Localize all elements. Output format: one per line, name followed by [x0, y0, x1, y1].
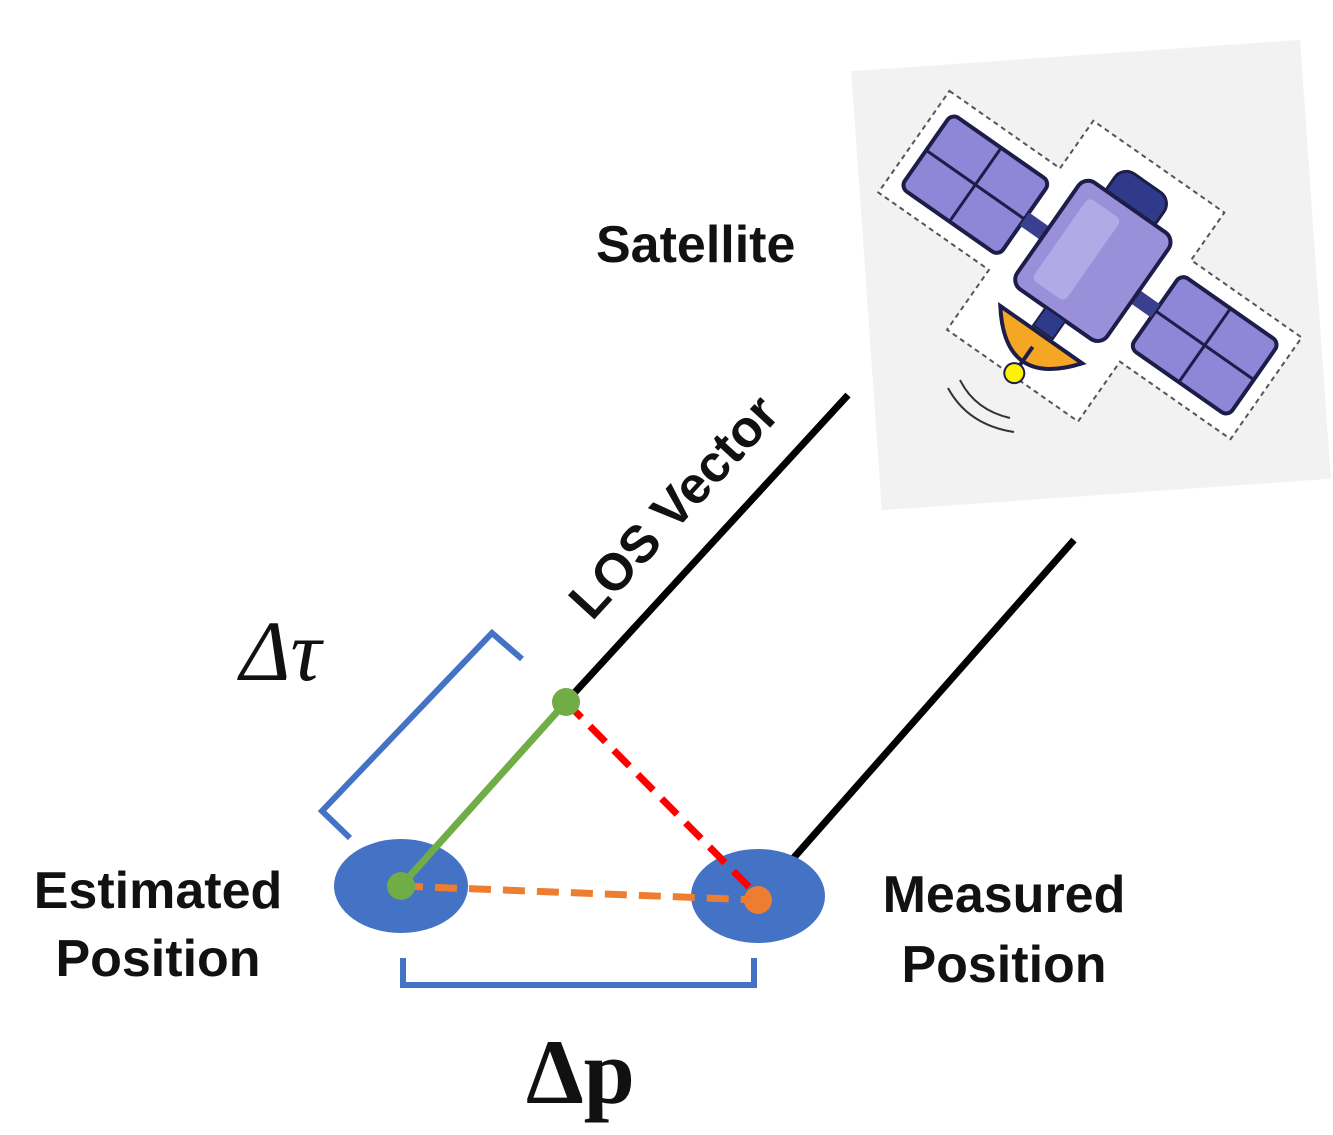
position-difference-dashed-line — [400, 882, 759, 904]
measured-point — [744, 886, 772, 914]
los-vector-label: LOS Vector — [558, 384, 790, 630]
measured-position-label-line2: Position — [901, 936, 1106, 994]
estimated-position-label-line2: Position — [55, 930, 260, 988]
delta-tau-bracket — [317, 628, 524, 841]
los-line-measured — [787, 537, 1077, 865]
projection-point — [552, 688, 580, 716]
delta-p-bracket — [400, 958, 757, 988]
satellite-label: Satellite — [596, 216, 795, 274]
perpendicular-dashed-line — [563, 699, 761, 899]
los-line-estimated — [563, 392, 851, 705]
projection-segment — [398, 699, 569, 889]
estimated-position-label-line1: Estimated — [34, 862, 283, 920]
estimated-point — [387, 872, 415, 900]
delta-tau-label: Δτ — [237, 603, 324, 699]
delta-p-label: Δp — [526, 1021, 635, 1123]
satellite-icon — [851, 39, 1331, 511]
measured-position-label-line1: Measured — [883, 866, 1126, 924]
